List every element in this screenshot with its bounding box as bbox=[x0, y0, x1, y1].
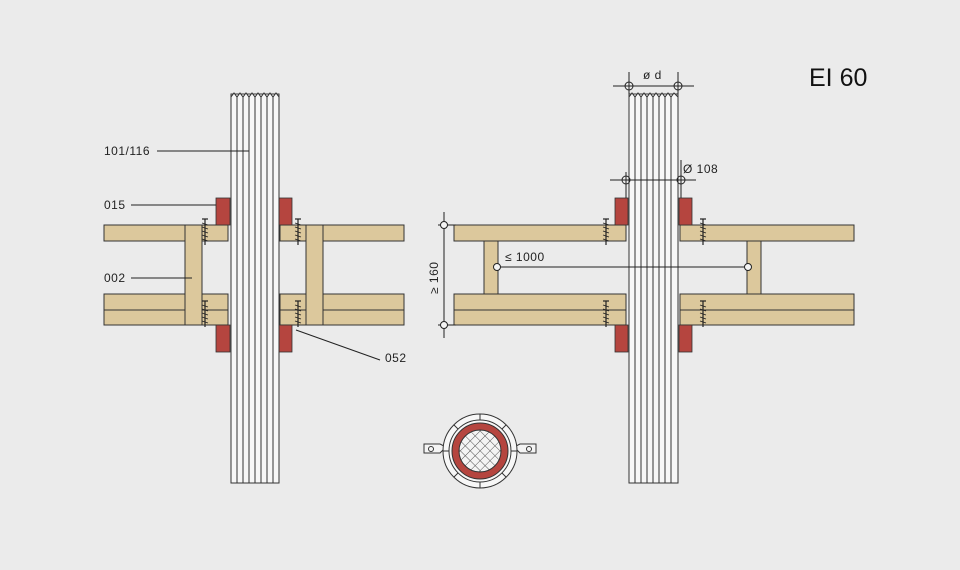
left-pipe bbox=[230, 92, 280, 484]
left-beams bbox=[184, 224, 324, 326]
dimension-outer-diameter: ø d bbox=[613, 68, 694, 94]
label-screw: 052 bbox=[385, 351, 407, 365]
right-timber-top bbox=[453, 224, 855, 242]
dimension-min-thickness: ≥ 160 bbox=[427, 212, 456, 338]
dimension-collar-diameter: Ø 108 bbox=[610, 160, 718, 198]
right-detail: ø d Ø 108 ≤ 1000 ≥ 160 bbox=[427, 68, 855, 484]
right-pipe bbox=[628, 92, 679, 484]
dimension-max-spacing: ≤ 1000 bbox=[493, 250, 752, 271]
dim-collar-diameter-label: Ø 108 bbox=[683, 162, 718, 176]
collar-section-view bbox=[423, 413, 537, 489]
right-fire-collars bbox=[614, 197, 693, 353]
left-detail: 101/116 015 002 052 bbox=[103, 92, 407, 484]
label-collar: 015 bbox=[104, 198, 126, 212]
fire-rating-title: EI 60 bbox=[809, 64, 867, 92]
right-beams bbox=[483, 240, 762, 295]
dim-outer-diameter-label: ø d bbox=[643, 68, 662, 82]
label-pipe: 101/116 bbox=[104, 144, 150, 158]
left-leaders bbox=[131, 150, 381, 361]
dim-min-thickness-label: ≥ 160 bbox=[427, 262, 441, 294]
dim-max-spacing-label: ≤ 1000 bbox=[505, 250, 545, 264]
right-timber-bottom bbox=[453, 293, 855, 326]
label-beam: 002 bbox=[104, 271, 126, 285]
